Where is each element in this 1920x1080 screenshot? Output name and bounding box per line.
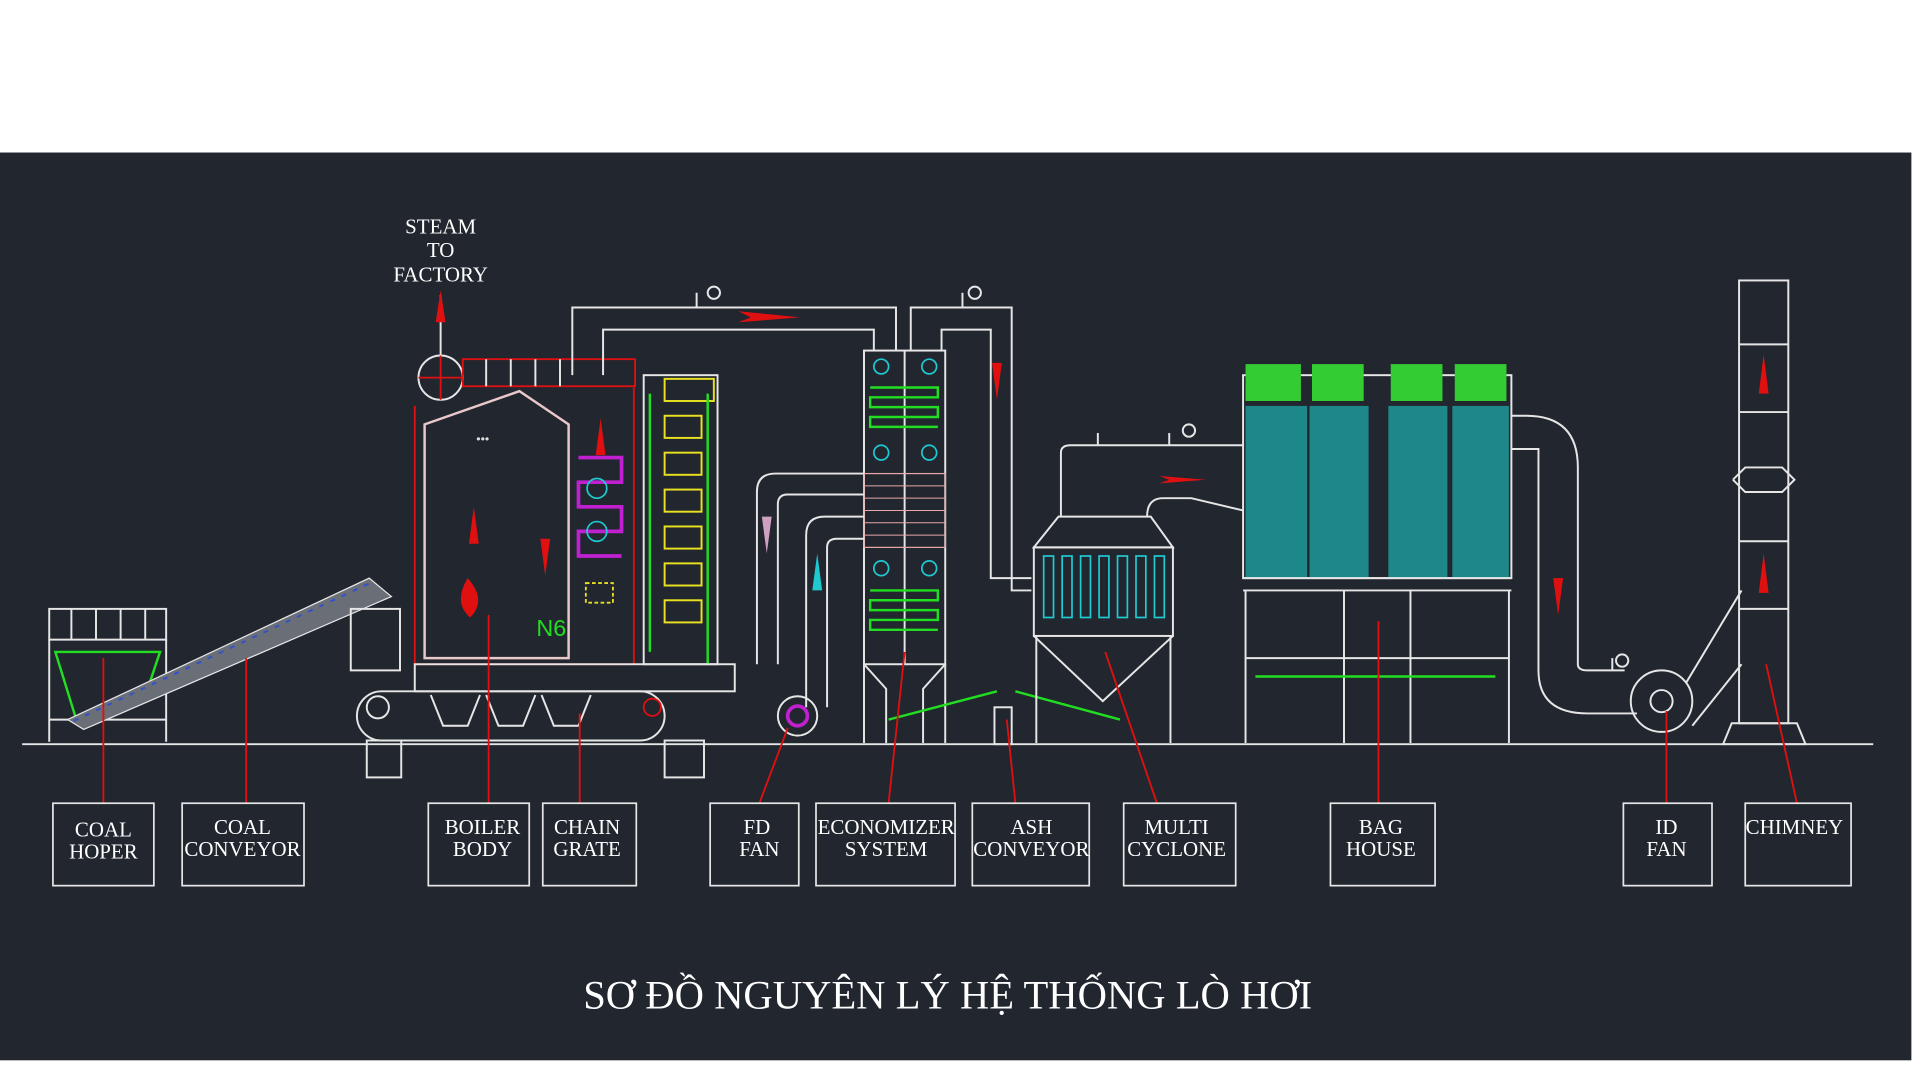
component-label-fd-fan: FD FAN [709,802,800,887]
component-label-ash-conveyor: ASH CONVEYOR [971,802,1091,887]
component-label-bag-house: BAG HOUSE [1329,802,1436,887]
leader-lines [102,615,1798,804]
component-label-chimney: CHIMNEY [1744,802,1852,887]
bag-house-drawing [1242,364,1513,743]
svg-text:CONVEYOR: CONVEYOR [973,837,1089,861]
boiler-body-drawing: N6 ••• [413,290,719,666]
svg-text:•••: ••• [476,432,489,446]
component-label-coal-conveyor: COAL CONVEYOR [181,802,305,887]
economizer-drawing [863,349,947,743]
svg-text:COAL: COAL [75,817,132,841]
svg-text:ASH: ASH [1010,815,1052,839]
flue-duct [571,285,1032,592]
svg-text:FAN: FAN [1646,837,1686,861]
svg-text:STEAM: STEAM [405,215,476,239]
svg-text:HOUSE: HOUSE [1346,837,1416,861]
svg-text:SYSTEM: SYSTEM [845,837,928,861]
svg-text:BAG: BAG [1359,815,1403,839]
steam-to-factory-label: STEAM TO FACTORY [393,215,488,287]
svg-text:GRATE: GRATE [553,837,620,861]
chimney-drawing [1721,279,1808,746]
svg-text:CHAIN: CHAIN [554,815,620,839]
component-label-id-fan: ID FAN [1622,802,1713,887]
svg-text:FACTORY: FACTORY [393,263,488,287]
svg-text:CHIMNEY: CHIMNEY [1746,815,1844,839]
component-label-chain-grate: CHAIN GRATE [541,802,638,887]
svg-text:ID: ID [1655,815,1677,839]
svg-text:FD: FD [744,815,771,839]
chain-grate-drawing [349,607,736,779]
component-label-economizer-system: ECONOMIZER SYSTEM [815,802,956,887]
multi-cyclone-drawing [1031,423,1244,743]
ash-conveyor-drawing [888,690,1121,746]
component-label-multi-cyclone: MULTI CYCLONE [1122,802,1237,887]
svg-text:COAL: COAL [214,815,271,839]
svg-text:CONVEYOR: CONVEYOR [184,837,300,861]
svg-text:FAN: FAN [739,837,779,861]
drawing-canvas [0,152,1912,1061]
svg-text:TO: TO [427,238,455,262]
svg-text:MULTI: MULTI [1144,815,1208,839]
fd-fan-drawing [755,472,864,737]
svg-text:CYCLONE: CYCLONE [1127,837,1226,861]
component-label-boiler-body: BOILER BODY [427,802,531,887]
component-label-coal-hoper: COAL HOPER [52,802,155,887]
svg-text:BOILER: BOILER [445,815,521,839]
coal-conveyor-drawing [66,577,393,731]
svg-text:HOPER: HOPER [69,840,138,864]
svg-text:BODY: BODY [453,837,512,861]
marker-n6: N6 [536,615,566,641]
diagram-title: SƠ ĐỒ NGUYÊN LÝ HỆ THỐNG LÒ HƠI [583,973,1312,1018]
id-fan-drawing [1511,414,1743,733]
svg-text:ECONOMIZER: ECONOMIZER [818,815,955,839]
